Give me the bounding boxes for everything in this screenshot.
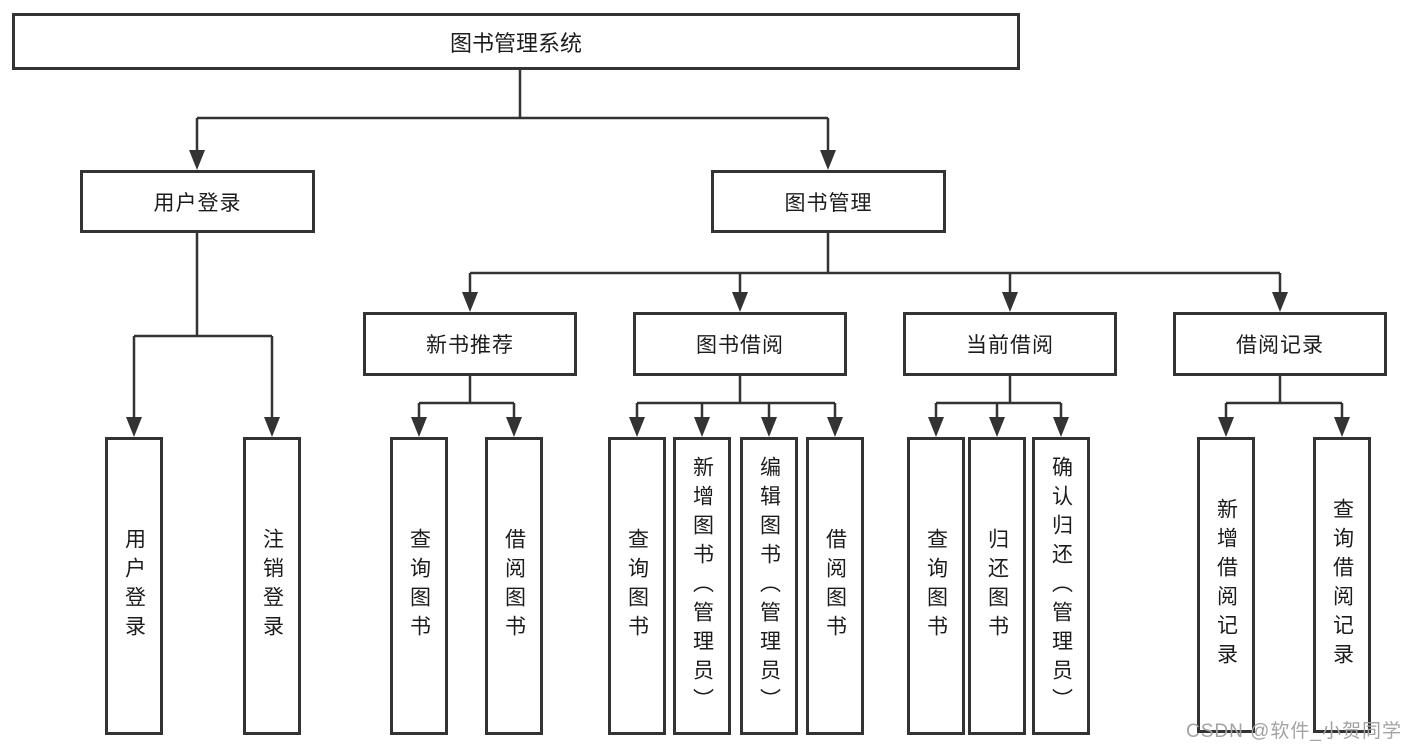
leaf-confirm-return-admin: 确认归还（管理员） (1032, 437, 1090, 735)
leaf-recommend-query-books: 查询图书 (390, 437, 448, 735)
leaf-return-books: 归还图书 (968, 437, 1026, 735)
leaf-borrow-books-label: 借阅图书 (823, 528, 847, 644)
leaf-current-query-books: 查询图书 (907, 437, 965, 735)
leaf-borrow-query-books-label: 查询图书 (625, 528, 649, 644)
node-new-book-recommend: 新书推荐 (363, 312, 577, 376)
leaf-edit-books-admin: 编辑图书（管理员） (740, 437, 798, 735)
leaf-add-borrow-record: 新增借阅记录 (1197, 437, 1255, 733)
leaf-confirm-return-admin-label: 确认归还（管理员） (1049, 455, 1073, 717)
leaf-add-books-admin-label: 新增图书（管理员） (690, 455, 714, 717)
leaf-borrow-query-books: 查询图书 (608, 437, 666, 735)
leaf-user-login-label: 用户登录 (122, 528, 146, 644)
node-borrow-records: 借阅记录 (1173, 312, 1387, 376)
node-current-borrow-label: 当前借阅 (966, 334, 1054, 357)
leaf-return-books-label: 归还图书 (985, 528, 1009, 644)
node-user-login: 用户登录 (80, 170, 315, 233)
leaf-recommend-query-books-label: 查询图书 (407, 528, 431, 644)
node-borrow-records-label: 借阅记录 (1236, 334, 1324, 357)
leaf-borrow-books: 借阅图书 (806, 437, 864, 735)
leaf-edit-books-admin-label: 编辑图书（管理员） (757, 455, 781, 717)
node-current-borrow: 当前借阅 (903, 312, 1117, 376)
node-book-management-label: 图书管理 (784, 191, 873, 215)
node-book-management: 图书管理 (711, 170, 946, 233)
node-user-login-label: 用户登录 (153, 191, 242, 215)
arrowheads (126, 150, 1350, 437)
leaf-current-query-books-label: 查询图书 (924, 528, 948, 644)
leaf-add-borrow-record-label: 新增借阅记录 (1214, 498, 1238, 672)
node-root-label: 图书管理系统 (449, 30, 582, 56)
node-book-borrow-label: 图书借阅 (696, 334, 784, 357)
leaf-add-books-admin: 新增图书（管理员） (673, 437, 731, 735)
leaf-logout-label: 注销登录 (260, 528, 284, 644)
leaf-query-borrow-record-label: 查询借阅记录 (1330, 498, 1354, 672)
csdn-watermark: CSDN @软件_小贺同学 (1186, 721, 1402, 742)
leaf-query-borrow-record: 查询借阅记录 (1313, 437, 1371, 733)
node-new-book-recommend-label: 新书推荐 (426, 334, 514, 357)
leaf-logout: 注销登录 (243, 437, 301, 735)
leaf-recommend-borrow-books: 借阅图书 (485, 437, 543, 735)
leaf-recommend-borrow-books-label: 借阅图书 (502, 528, 526, 644)
leaf-user-login: 用户登录 (105, 437, 163, 735)
node-book-borrow: 图书借阅 (633, 312, 847, 376)
node-root: 图书管理系统 (12, 13, 1020, 70)
